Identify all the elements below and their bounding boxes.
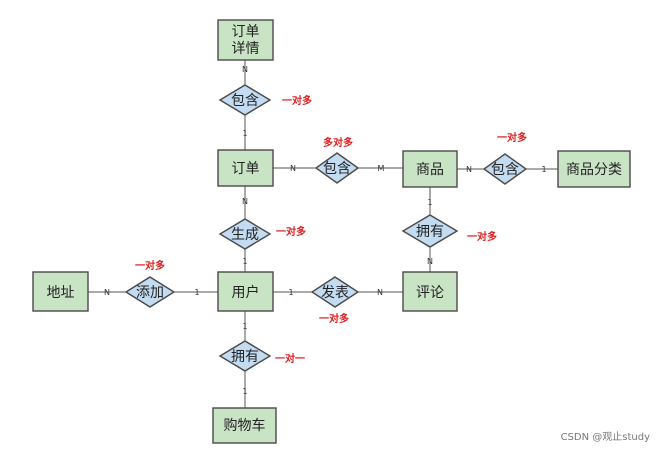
- card-product-n-right: N: [466, 165, 472, 174]
- relationship-notes: 一对多 多对多 一对多 一对多 一对多 一对多 一对多 一对一: [135, 94, 527, 365]
- relationship-orderdetail-contains-label: 包含: [231, 93, 259, 109]
- relationship-product-has-label: 拥有: [416, 224, 444, 240]
- relationship-product-has: 拥有: [401, 214, 459, 248]
- entity-product-label: 商品: [416, 162, 444, 178]
- entity-cart: 购物车: [212, 407, 277, 444]
- relationship-generates-label: 生成: [231, 227, 259, 243]
- relationship-order-product-contains: 包含: [314, 152, 360, 184]
- card-review-n-top: N: [427, 257, 433, 266]
- note-order-product-contains: 多对多: [323, 136, 353, 149]
- note-user-has: 一对一: [275, 352, 305, 365]
- relationship-product-category-contains: 包含: [482, 153, 528, 185]
- cardinality-labels: N 1 N M N 1 N 1 1 N N 1 1 N 1 1: [104, 65, 547, 396]
- card-user-1-right: 1: [288, 288, 293, 297]
- relationship-publishes: 发表: [310, 276, 360, 308]
- entity-review: 评论: [402, 271, 458, 312]
- card-user-1-top: 1: [242, 257, 247, 266]
- relationship-order-product-contains-label: 包含: [323, 161, 351, 177]
- note-adds: 一对多: [135, 259, 165, 272]
- card-order-n-bottom: N: [242, 197, 248, 206]
- relationship-product-category-contains-label: 包含: [491, 162, 519, 178]
- card-user-1-left: 1: [194, 288, 199, 297]
- entity-category: 商品分类: [557, 150, 631, 188]
- entity-cart-label: 购物车: [224, 417, 266, 434]
- entity-user-label: 用户: [232, 284, 260, 301]
- note-product-has: 一对多: [467, 230, 497, 243]
- card-order-1-top: 1: [242, 129, 247, 138]
- card-address-n: N: [104, 288, 110, 297]
- entity-address: 地址: [32, 271, 89, 312]
- watermark-text: CSDN @观止study: [561, 431, 651, 443]
- entity-order: 订单: [217, 149, 274, 187]
- card-user-1-bottom: 1: [242, 322, 247, 331]
- entity-product: 商品: [402, 150, 458, 188]
- relationship-publishes-label: 发表: [321, 285, 349, 301]
- entity-user: 用户: [217, 271, 274, 312]
- card-order-n-right: N: [290, 164, 296, 173]
- entity-review-label: 评论: [416, 285, 444, 301]
- relationship-user-has-label: 拥有: [231, 349, 259, 365]
- card-cart-1: 1: [242, 387, 247, 396]
- card-product-1-bottom: 1: [427, 198, 432, 207]
- note-publishes: 一对多: [319, 312, 349, 325]
- entity-order-detail-line2: 详情: [232, 41, 260, 57]
- relationship-user-has: 拥有: [218, 340, 272, 372]
- card-category-1: 1: [541, 165, 546, 174]
- relationship-adds: 添加: [124, 276, 176, 308]
- connectors: [88, 60, 558, 408]
- relationship-orderdetail-contains: 包含: [218, 84, 272, 116]
- entity-order-detail-line1: 订单: [232, 24, 260, 40]
- note-product-category-contains: 一对多: [497, 131, 527, 144]
- entity-address-label: 地址: [47, 285, 75, 301]
- entity-order-label: 订单: [232, 161, 260, 177]
- card-review-n-left: N: [377, 288, 383, 297]
- note-orderdetail-contains: 一对多: [282, 94, 312, 107]
- entity-category-label: 商品分类: [566, 162, 622, 178]
- entity-order-detail: 订单 详情: [217, 19, 274, 61]
- card-product-m-left: M: [378, 164, 385, 173]
- card-orderdetail-n: N: [242, 65, 248, 74]
- relationship-generates: 生成: [218, 218, 272, 250]
- note-generates: 一对多: [276, 225, 306, 238]
- relationship-adds-label: 添加: [136, 285, 164, 301]
